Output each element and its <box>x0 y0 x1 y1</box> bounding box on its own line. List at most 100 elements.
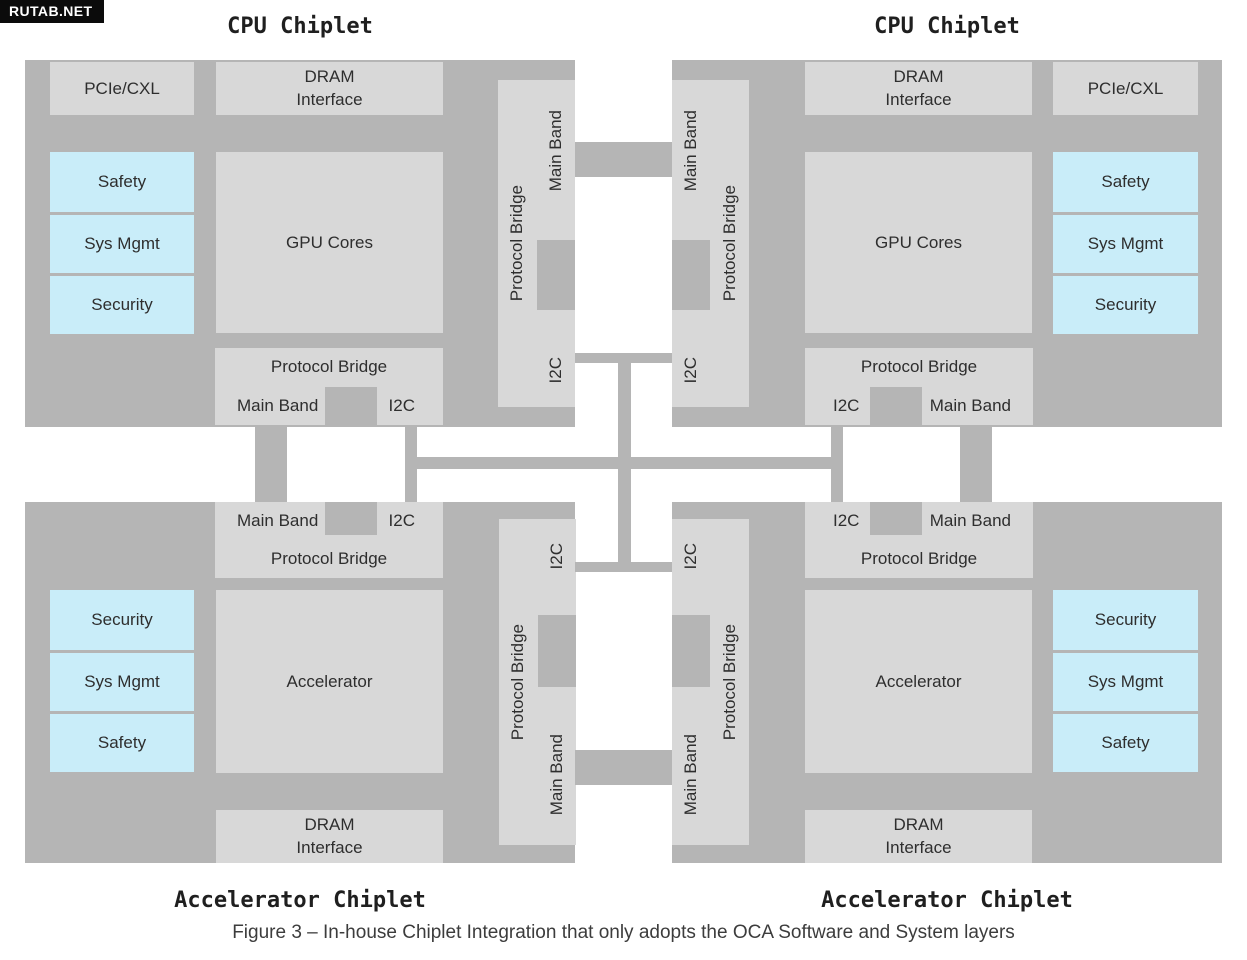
pcie-cxl-label: PCIe/CXL <box>84 78 160 98</box>
block-protocol-bridge-vertical: Protocol Bridge Main Band I2C <box>498 80 575 407</box>
trace-main-band-top <box>575 142 672 177</box>
figure-caption: Figure 3 – In-house Chiplet Integration … <box>232 922 1015 943</box>
block-sys-mgmt: Sys Mgmt <box>50 653 194 711</box>
block-protocol-bridge-vertical: Main Band I2C Protocol Bridge <box>672 80 749 407</box>
protocol-bridge-label: Protocol Bridge <box>508 623 528 741</box>
protocol-bridge-label: Protocol Bridge <box>719 185 739 302</box>
protocol-bridge-label: Protocol Bridge <box>860 357 978 376</box>
block-protocol-bridge-horizontal: Protocol Bridge Main Band I2C <box>215 348 443 425</box>
security-label: Security <box>91 295 153 314</box>
main-band-label: Main Band <box>681 110 701 192</box>
trace-main-band-left <box>255 425 287 502</box>
bridge-title-column: Protocol Bridge <box>711 80 750 407</box>
block-accelerator: Accelerator <box>805 590 1032 773</box>
safety-label: Safety <box>97 172 147 191</box>
safety-label: Safety <box>1101 172 1150 191</box>
block-protocol-bridge-horizontal: Main Band I2C Protocol Bridge <box>215 502 443 578</box>
bridge-notch <box>538 615 576 687</box>
bridge-notch <box>672 615 710 687</box>
main-band-label: Main Band <box>237 511 319 530</box>
sys-mgmt-label: Sys Mgmt <box>1087 672 1164 691</box>
chiplet-accelerator-left: Main Band I2C Protocol Bridge Security S… <box>25 502 576 863</box>
protocol-bridge-label: Protocol Bridge <box>719 623 739 741</box>
protocol-bridge-label: Protocol Bridge <box>270 549 388 568</box>
block-safety: Safety <box>50 152 194 212</box>
title-accelerator-chiplet-left: Accelerator Chiplet <box>174 888 426 913</box>
main-band-label: Main Band <box>237 396 319 415</box>
block-safety: Safety <box>50 714 194 772</box>
i2c-label: I2C <box>388 396 415 415</box>
pcie-cxl-label: PCIe/CXL <box>1087 78 1164 98</box>
trace-i2c-bottom <box>575 562 672 572</box>
sys-mgmt-label: Sys Mgmt <box>84 234 160 253</box>
block-protocol-bridge-vertical: Protocol Bridge I2C Main Band <box>499 519 576 845</box>
block-protocol-bridge-horizontal: I2C Main Band Protocol Bridge <box>805 502 1033 578</box>
accelerator-label: Accelerator <box>286 671 373 691</box>
block-sys-mgmt: Sys Mgmt <box>1053 653 1198 711</box>
block-gpu-cores: GPU Cores <box>216 152 443 333</box>
block-dram-interface: DRAM Interface <box>216 810 443 863</box>
i2c-label: I2C <box>681 356 701 383</box>
gpu-cores-label: GPU Cores <box>875 232 962 252</box>
chiplet-cpu-right: Main Band I2C Protocol Bridge DRAM Inter… <box>672 60 1222 427</box>
protocol-bridge-label: Protocol Bridge <box>270 357 388 376</box>
block-dram-interface: DRAM Interface <box>805 62 1032 115</box>
gpu-cores-label: GPU Cores <box>286 232 373 252</box>
bridge-notch <box>325 502 377 535</box>
bridge-notch <box>537 240 575 310</box>
bridge-port-row: I2C Main Band <box>805 511 1033 531</box>
i2c-label: I2C <box>546 543 566 570</box>
block-accelerator: Accelerator <box>216 590 443 773</box>
sys-mgmt-label: Sys Mgmt <box>84 672 160 691</box>
bridge-notch <box>870 387 922 425</box>
block-safety: Safety <box>1053 714 1198 772</box>
main-band-label: Main Band <box>681 733 701 815</box>
bridge-title-column: Protocol Bridge <box>499 519 538 845</box>
protocol-bridge-label: Protocol Bridge <box>507 185 527 302</box>
security-label: Security <box>91 610 153 629</box>
security-label: Security <box>1094 610 1157 629</box>
bridge-title-column: Protocol Bridge <box>711 519 750 845</box>
main-band-label: Main Band <box>929 511 1011 530</box>
chiplet-accelerator-right: I2C Main Band Protocol Bridge I2C Main B… <box>672 502 1222 863</box>
bridge-port-row: I2C Main Band <box>805 396 1033 416</box>
block-protocol-bridge-vertical: I2C Main Band Protocol Bridge <box>672 519 749 845</box>
block-pcie-cxl: PCIe/CXL <box>50 62 194 115</box>
accelerator-label: Accelerator <box>875 671 962 691</box>
main-band-label: Main Band <box>929 396 1011 415</box>
block-protocol-bridge-horizontal: Protocol Bridge I2C Main Band <box>805 348 1033 425</box>
bridge-notch <box>870 502 922 535</box>
i2c-label: I2C <box>681 543 701 570</box>
block-security: Security <box>1053 590 1198 650</box>
bridge-notch <box>672 240 710 310</box>
title-cpu-chiplet-right: CPU Chiplet <box>874 14 1020 39</box>
trace-main-band-bottom <box>575 750 672 785</box>
trace-i2c-left <box>405 425 417 502</box>
block-gpu-cores: GPU Cores <box>805 152 1032 333</box>
dram-interface-label: DRAM Interface <box>885 815 952 857</box>
block-pcie-cxl: PCIe/CXL <box>1053 62 1198 115</box>
i2c-label: I2C <box>833 511 860 530</box>
bridge-port-row: Main Band I2C <box>215 396 443 416</box>
dram-interface-label: DRAM Interface <box>296 67 363 109</box>
safety-label: Safety <box>97 733 147 752</box>
block-security: Security <box>50 590 194 650</box>
title-accelerator-chiplet-right: Accelerator Chiplet <box>821 888 1073 913</box>
trace-i2c-right <box>831 425 843 502</box>
safety-label: Safety <box>1101 733 1150 752</box>
trace-main-band-right <box>960 425 992 502</box>
bridge-title-column: Protocol Bridge <box>498 80 537 407</box>
block-sys-mgmt: Sys Mgmt <box>1053 215 1198 273</box>
chiplet-cpu-left: PCIe/CXL DRAM Interface Safety Sys Mgmt … <box>25 60 575 427</box>
trace-i2c-cross-bar <box>405 457 843 469</box>
i2c-label: I2C <box>545 356 565 383</box>
block-safety: Safety <box>1053 152 1198 212</box>
block-security: Security <box>1053 276 1198 334</box>
dram-interface-label: DRAM Interface <box>296 815 363 857</box>
title-cpu-chiplet-left: CPU Chiplet <box>227 14 373 39</box>
dram-interface-label: DRAM Interface <box>885 67 952 109</box>
security-label: Security <box>1094 295 1157 314</box>
main-band-label: Main Band <box>546 733 566 815</box>
bridge-port-row: Main Band I2C <box>215 511 443 531</box>
